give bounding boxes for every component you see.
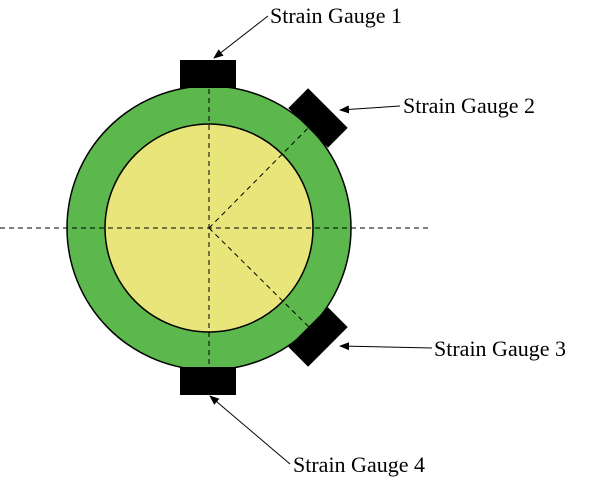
- label-strain-gauge-1: Strain Gauge 1: [270, 3, 402, 28]
- diagonal-line-gauge-3: [208, 227, 317, 335]
- strain-gauge-3: [288, 307, 348, 367]
- leader-line-gauge-2: [339, 105, 401, 114]
- strain-gauge-2: [288, 88, 348, 148]
- leader-line-gauge-3: [339, 342, 433, 351]
- strain-gauge-4: [180, 367, 236, 395]
- label-strain-gauge-3: Strain Gauge 3: [434, 336, 566, 361]
- leader-line-gauge-4: [209, 395, 291, 465]
- leader-line-gauge-1: [213, 15, 269, 59]
- strain-gauge-1: [180, 60, 236, 88]
- label-strain-gauge-2: Strain Gauge 2: [403, 93, 535, 118]
- diagonal-line-gauge-2: [208, 119, 317, 229]
- label-strain-gauge-4: Strain Gauge 4: [293, 452, 425, 477]
